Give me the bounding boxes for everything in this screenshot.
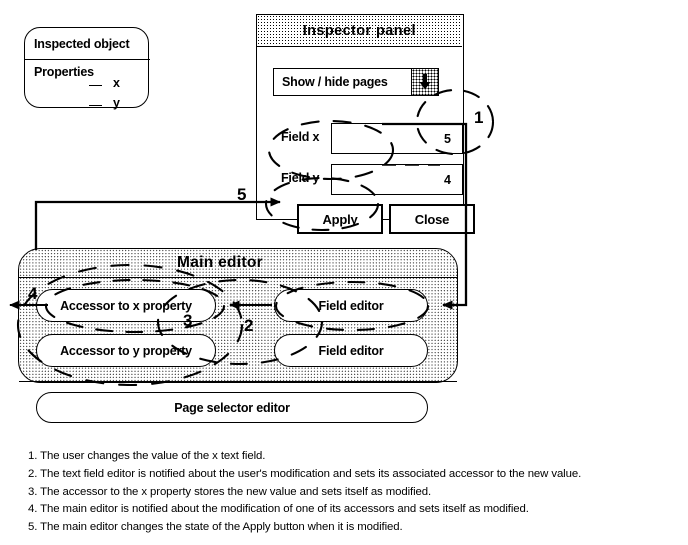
- step-number-2: 2: [244, 316, 254, 335]
- field-x-row: Field x 5: [281, 123, 463, 154]
- inspector-panel-title: Inspector panel: [302, 22, 416, 39]
- field-y-input[interactable]: 4: [331, 164, 463, 195]
- main-editor-divider-bottom: [19, 381, 457, 382]
- caption-list: 1. The user changes the value of the x t…: [28, 448, 678, 537]
- caption-line-2: 2. The text field editor is notified abo…: [28, 467, 582, 480]
- legend-dash-x: [89, 85, 102, 86]
- accessor-y-property[interactable]: Accessor to y property: [36, 334, 216, 367]
- legend-properties-label: Properties: [34, 65, 94, 79]
- field-editor-y[interactable]: Field editor: [274, 334, 428, 367]
- legend-title: Inspected object: [34, 37, 130, 51]
- step-number-4: 4: [28, 284, 38, 303]
- show-hide-pages-label: Show / hide pages: [282, 75, 388, 89]
- field-x-label: Field x: [281, 130, 320, 144]
- caption-line-5: 5. The main editor changes the state of …: [28, 521, 403, 534]
- show-hide-pages-combobox[interactable]: Show / hide pages: [273, 68, 439, 96]
- caption-line-3: 3. The accessor to the x property stores…: [28, 485, 432, 498]
- field-y-row: Field y 4: [281, 164, 463, 195]
- field-y-label: Field y: [281, 171, 320, 185]
- step-number-3: 3: [183, 311, 193, 330]
- legend-property-x: x: [113, 76, 120, 90]
- inspected-object-legend: Inspected object Properties x y: [24, 27, 150, 110]
- arrow-step-5: [34, 197, 281, 250]
- field-x-input[interactable]: 5: [331, 123, 463, 154]
- caption-line-1: 1. The user changes the value of the x t…: [28, 450, 266, 462]
- page-selector-editor[interactable]: Page selector editor: [36, 392, 428, 423]
- step-number-5: 5: [237, 185, 247, 204]
- field-editor-x[interactable]: Field editor: [274, 289, 428, 322]
- legend-divider: [25, 59, 150, 60]
- close-button[interactable]: Close: [389, 204, 475, 234]
- legend-dash-y: [89, 105, 102, 106]
- caption-line-4: 4. The main editor is notified about the…: [28, 503, 529, 516]
- main-editor-divider-top: [19, 277, 457, 278]
- step-number-1: 1: [474, 108, 484, 127]
- apply-button[interactable]: Apply: [297, 204, 383, 234]
- inspector-panel-window: Inspector panel Show / hide pages Field …: [256, 14, 475, 234]
- main-editor-title: Main editor: [177, 254, 263, 271]
- inspector-panel-titlebar: Inspector panel: [257, 15, 462, 47]
- legend-property-y: y: [113, 96, 120, 110]
- chevron-down-icon[interactable]: [411, 69, 438, 95]
